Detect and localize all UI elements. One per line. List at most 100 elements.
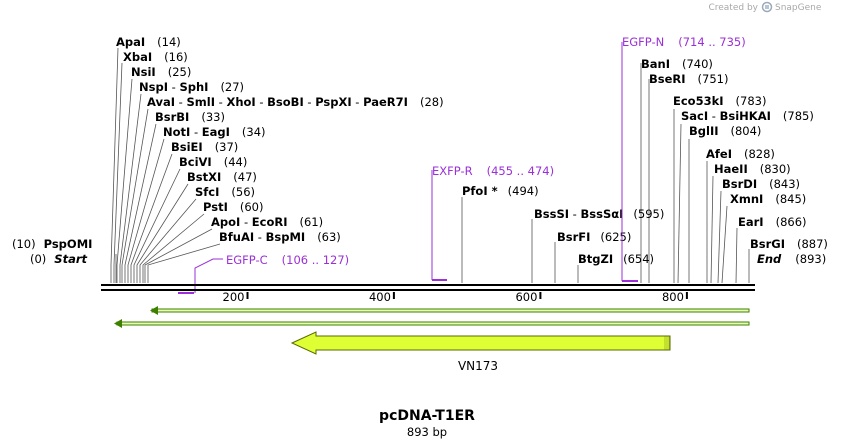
site-saci: SacI (681, 109, 708, 123)
connector-bsrbi (124, 123, 157, 283)
primer-egfp-c-name: EGFP-C (226, 253, 268, 267)
translation-track-1 (150, 306, 750, 315)
site-bcivi: BciVI (179, 155, 212, 169)
svg-text:AvaI - SmlI - XhoI - BsoBI - P: AvaI - SmlI - XhoI - BsoBI - PspXI - Pae… (147, 95, 444, 109)
svg-text:BtgZI(654): BtgZI(654) (578, 252, 654, 266)
primer-egfp-n-name: EGFP-N (622, 35, 664, 49)
svg-text:BseRI(751): BseRI(751) (649, 72, 728, 86)
credit-brand: SnapGene (775, 3, 822, 13)
site-bfuai: BfuAI (219, 230, 254, 244)
svg-text:EGFP-C(106 .. 127): EGFP-C(106 .. 127) (226, 253, 349, 267)
left-site-labels: ApaI(14) XbaI(16) NsiI(25) NspI - SphI(2… (12, 35, 444, 266)
start-label: Start (54, 252, 87, 266)
primer-exfp-r: EXFP-R(455 .. 474) (431, 164, 554, 281)
svg-text:BsrDI(843): BsrDI(843) (722, 177, 800, 191)
svg-text:End(893): End(893) (757, 252, 826, 266)
svg-text:BsrBI(33): BsrBI(33) (155, 110, 225, 124)
svg-text:PfoI *(494): PfoI *(494) (462, 184, 539, 198)
svg-text:SfcI(56): SfcI(56) (195, 185, 255, 199)
end-label: End (757, 252, 782, 266)
translation-track-2 (114, 319, 750, 328)
right-site-connectors (461, 63, 750, 284)
ruler-tick-200 (246, 292, 249, 299)
svg-text:SacI - BsiHKAI(785): SacI - BsiHKAI(785) (681, 109, 814, 123)
left-site-connectors (110, 47, 221, 283)
right-site-labels: BanI(740) BseRI(751) Eco53kI(783) SacI -… (641, 57, 828, 266)
svg-text:BssSI - BssSαI(595): BssSI - BssSαI(595) (534, 207, 664, 221)
site-noti: NotI (163, 125, 190, 139)
site-avai: AvaI (147, 95, 175, 109)
connector-nsii (116, 78, 133, 283)
svg-text:BciVI(44): BciVI(44) (179, 155, 247, 169)
connector-apoi (144, 228, 213, 283)
site-sfci: SfcI (195, 185, 219, 199)
svg-text:EarI(866): EarI(866) (738, 215, 807, 229)
primer-egfp-c: EGFP-C(106 .. 127) (178, 253, 349, 294)
svg-text:EXFP-R(455 .. 474): EXFP-R(455 .. 474) (432, 164, 554, 178)
site-xbai: XbaI (123, 50, 152, 64)
site-eari: EarI (738, 215, 764, 229)
site-bsrdi: BsrDI (722, 177, 757, 191)
site-nsii: NsiI (131, 65, 156, 79)
ruler-tick-400 (392, 292, 395, 299)
primer-exfp-r-name: EXFP-R (432, 164, 473, 178)
site-btgzi: BtgZI (578, 252, 613, 266)
site-bsssi: BssSI (534, 207, 569, 221)
svg-text:XmnI(845): XmnI(845) (730, 192, 806, 206)
connector-avai (121, 108, 149, 283)
connector-psti (142, 213, 205, 283)
svg-text:BsrGI(887): BsrGI(887) (750, 237, 828, 251)
svg-text:Eco53kI(783): Eco53kI(783) (673, 94, 766, 108)
snapgene-logo-icon (761, 1, 773, 13)
site-bseri: BseRI (649, 72, 686, 86)
svg-text:(0)Start: (0)Start (30, 252, 88, 266)
site-apoi: ApoI (211, 215, 240, 229)
site-haeii: HaeII (714, 162, 748, 176)
svg-text:ApaI(14): ApaI(14) (116, 35, 181, 49)
svg-text:(10)PspOMI: (10)PspOMI (12, 237, 92, 251)
site-bsrfi: BsrFI (557, 230, 590, 244)
site-pspomi: PspOMI (44, 237, 93, 251)
primer-egfp-n: EGFP-N(714 .. 735) (621, 35, 746, 282)
svg-text:BsiEI(37): BsiEI(37) (171, 140, 238, 154)
primers: EGFP-C(106 .. 127) EXFP-R(455 .. 474) EG… (178, 35, 746, 294)
plasmid-length: 893 bp (407, 425, 447, 439)
svg-text:XbaI(16): XbaI(16) (123, 50, 188, 64)
site-xmni: XmnI (730, 192, 763, 206)
svg-text:BstXI(47): BstXI(47) (187, 170, 257, 184)
connector-apai (110, 47, 119, 283)
site-bglii: BglII (689, 124, 719, 138)
sequence-backbone (101, 284, 755, 291)
ruler-label-200: 200 (223, 290, 245, 304)
connector-bfuai (147, 243, 221, 283)
svg-text:AfeI(828): AfeI(828) (706, 147, 775, 161)
site-bsiei: BsiEI (171, 140, 203, 154)
connector-noti (127, 138, 165, 283)
plasmid-name: pcDNA-T1ER (379, 408, 475, 424)
ruler-label-800: 800 (662, 290, 684, 304)
svg-text:PstI(60): PstI(60) (203, 200, 263, 214)
connector-bsiei (130, 153, 173, 283)
svg-text:NsiI(25): NsiI(25) (131, 65, 191, 79)
ruler-tick-600 (539, 292, 542, 299)
feature-vn173-label: VN173 (458, 359, 498, 373)
svg-text:NspI - SphI(27): NspI - SphI(27) (139, 80, 244, 94)
site-bani: BanI (641, 57, 670, 71)
site-nspi: NspI (139, 80, 168, 94)
svg-text:BsrFI(625): BsrFI(625) (557, 230, 631, 244)
ruler-tick-800 (685, 292, 688, 299)
svg-text:BglII(804): BglII(804) (689, 124, 761, 138)
connector-nspi (119, 93, 142, 283)
connector-bcivi (133, 168, 181, 283)
svg-text:ApoI - EcoRI(61): ApoI - EcoRI(61) (211, 215, 323, 229)
credit-text: Created by (708, 3, 758, 13)
connector-sfci (139, 198, 197, 283)
site-eco53ki: Eco53kI (673, 94, 724, 108)
mid-site-labels: PfoI *(494) BssSI - BssSαI(595) BsrFI(62… (462, 184, 664, 266)
site-pfoi: PfoI * (462, 184, 498, 198)
feature-vn173-arrow[interactable] (290, 331, 671, 355)
site-bstxi: BstXI (187, 170, 221, 184)
connector-bstxi (136, 183, 189, 283)
